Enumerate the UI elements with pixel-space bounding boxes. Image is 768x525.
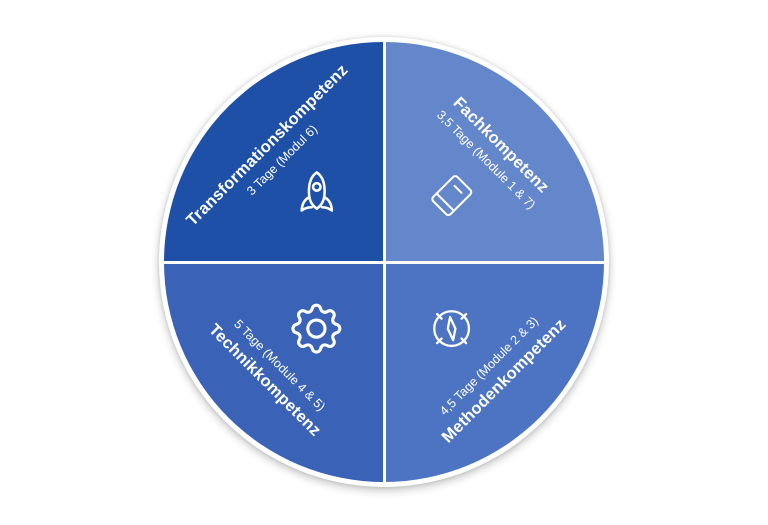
quadrant-methodenkompetenz xyxy=(385,263,604,482)
quadrant-technikkompetenz xyxy=(164,263,383,482)
quadrant-fachkompetenz xyxy=(385,42,604,261)
competency-wheel-inner: Transformationskompetenz 3 Tage (Modul 6… xyxy=(164,42,604,482)
quadrant-transformationskompetenz xyxy=(164,42,383,261)
competency-wheel: Transformationskompetenz 3 Tage (Modul 6… xyxy=(159,37,609,487)
